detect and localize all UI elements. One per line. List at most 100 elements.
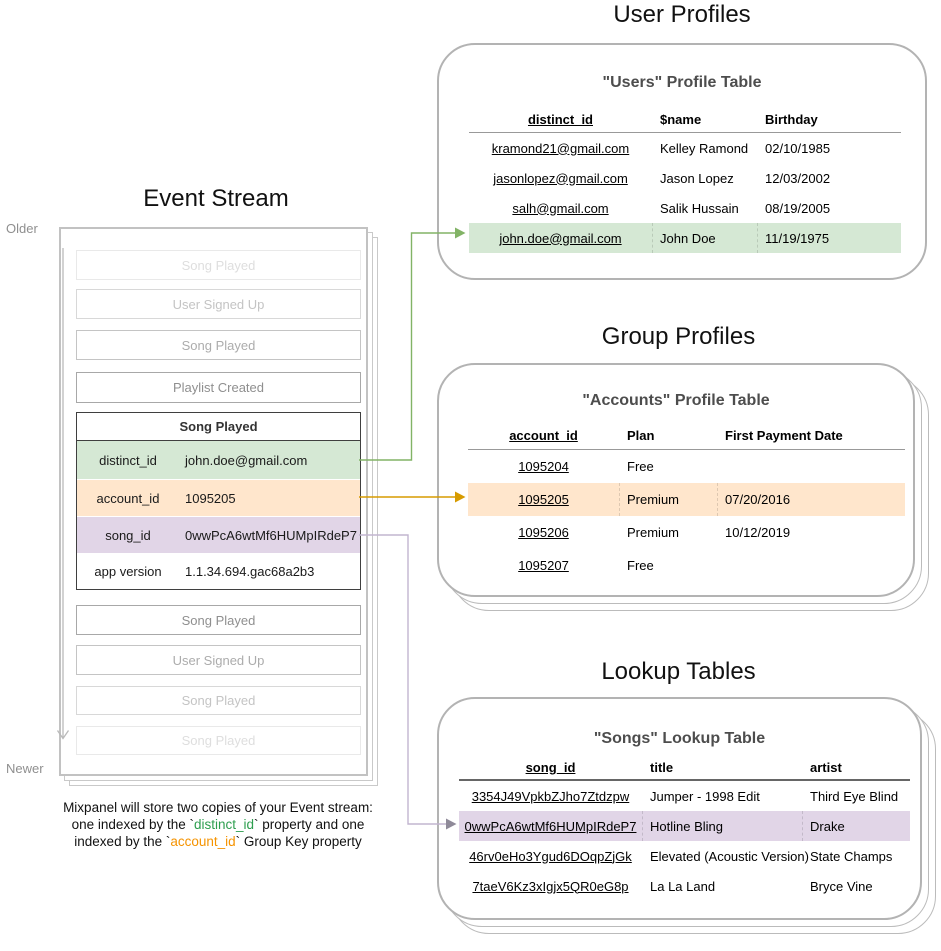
newer-label: Newer [6,761,44,776]
lookup-tables-heading: Lookup Tables [601,658,756,685]
column-header: Plan [627,428,655,443]
account-id-cell: 1095206 [518,525,569,540]
cell-separator [652,223,653,253]
table-row: 1095206 Premium 10/12/2019 [468,516,905,549]
name-cell: Kelley Ramond [660,140,749,156]
property-value: john.doe@gmail.com [185,452,308,468]
first-payment-cell: 10/12/2019 [725,525,791,540]
songs-table-header: song_id title artist [459,755,910,779]
artist-cell: Bryce Vine [810,878,873,894]
header-divider [459,779,910,781]
table-row-highlighted: john.doe@gmail.com John Doe 11/19/1975 [469,223,901,253]
caption-line-1: Mixpanel will store two copies of your E… [63,800,373,815]
property-key: app version [94,564,162,579]
older-label: Older [6,221,38,236]
songs-table-title: "Songs" Lookup Table [593,730,766,747]
table-row: salh@gmail.com Salik Hussain 08/19/2005 [469,193,901,223]
property-key: song_id [105,527,151,543]
distinct-id-code: distinct_id [193,817,255,832]
songs-lookup-card: "Songs" Lookup Table song_id title artis… [437,697,922,920]
column-header: account_id [509,428,578,443]
table-row: 1095207 Free [468,549,905,582]
caption-line-2: one indexed by the `distinct_id` propert… [71,817,365,832]
artist-cell: Drake [810,818,845,834]
column-header: song_id [525,759,576,775]
active-event-card: Song Played distinct_id john.doe@gmail.c… [76,412,361,590]
header-divider [469,132,901,133]
accounts-table: account_id Plan First Payment Date 10952… [468,422,905,582]
property-key: distinct_id [99,452,157,468]
users-table-title: "Users" Profile Table [602,74,762,91]
title-cell: Jumper - 1998 Edit [650,788,760,804]
distinct-id-cell: salh@gmail.com [512,200,609,216]
distinct-id-cell: kramond21@gmail.com [491,140,630,156]
group-profiles-heading: Group Profiles [601,323,756,350]
table-row: 46rv0eHo3Ygud6DOqpZjGk Elevated (Acousti… [459,841,910,871]
table-row: 7taeV6Kz3xIgjx5QR0eG8p La La Land Bryce … [459,871,910,901]
property-value: 1095205 [185,490,236,506]
account-id-cell: 1095207 [518,558,569,573]
faint-event: Song Played [76,330,361,360]
cell-separator [619,483,620,516]
caption-line-3: indexed by the `account_id` Group Key pr… [74,834,362,849]
title-cell: Elevated (Acoustic Version) [650,848,809,864]
users-table-header: distinct_id $name Birthday [469,106,901,132]
plan-cell: Free [627,558,654,573]
table-row-highlighted: 1095205 Premium 07/20/2016 [468,483,905,516]
song-id-cell: 7taeV6Kz3xIgjx5QR0eG8p [472,878,629,894]
accounts-table-header: account_id Plan First Payment Date [468,422,905,449]
caption: Mixpanel will store two copies of your E… [18,799,418,850]
birthday-cell: 12/03/2002 [765,170,831,186]
faint-event: Playlist Created [76,372,361,403]
table-row: 1095204 Free [468,450,905,483]
songs-table: song_id title artist 3354J49VpkbZJho7Ztd… [459,755,910,901]
cell-separator [802,811,803,841]
event-stream-heading: Event Stream [143,185,289,212]
property-row-app-version: app version 1.1.34.694.gac68a2b3 [77,553,360,589]
plan-cell: Premium [627,525,680,540]
artist-cell: State Champs [810,848,893,864]
account-id-code: account_id [170,834,236,849]
cell-separator [717,483,718,516]
distinct-id-cell: jasonlopez@gmail.com [493,170,628,186]
faint-event: Song Played [76,250,361,280]
song-id-cell: 46rv0eHo3Ygud6DOqpZjGk [469,848,632,864]
column-header: Birthday [765,111,818,127]
column-header: title [650,759,674,775]
plan-cell: Premium [627,492,680,507]
birthday-cell: 02/10/1985 [765,140,831,156]
accounts-table-title: "Accounts" Profile Table [582,392,770,409]
property-row-distinct-id: distinct_id john.doe@gmail.com [77,441,360,479]
artist-cell: Third Eye Blind [810,788,899,804]
song-id-cell: 3354J49VpkbZJho7Ztdzpw [471,788,630,804]
first-payment-cell: 07/20/2016 [725,492,791,507]
name-cell: John Doe [660,230,716,246]
birthday-cell: 11/19/1975 [765,230,830,246]
property-row-song-id: song_id 0wwPcA6wtMf6HUMpIRdeP7 [77,516,360,553]
table-row: kramond21@gmail.com Kelley Ramond 02/10/… [469,133,901,163]
title-cell: La La Land [650,878,716,894]
table-row: jasonlopez@gmail.com Jason Lopez 12/03/2… [469,163,901,193]
table-row-highlighted: 0wwPcA6wtMf6HUMpIRdeP7 Hotline Bling Dra… [459,811,910,841]
plan-cell: Free [627,459,654,474]
column-header: First Payment Date [725,428,843,443]
users-table: distinct_id $name Birthday kramond21@gma… [469,106,901,253]
column-header: artist [810,759,842,775]
distinct-id-cell: john.doe@gmail.com [499,230,622,246]
name-cell: Salik Hussain [660,200,739,216]
users-profile-card: "Users" Profile Table distinct_id $name … [437,43,927,280]
column-header: $name [660,111,702,127]
accounts-profile-card: "Accounts" Profile Table account_id Plan… [437,363,915,597]
faint-event: User Signed Up [76,645,361,675]
account-id-cell: 1095205 [518,492,569,507]
faint-event: Song Played [76,605,361,635]
column-header: distinct_id [527,111,593,127]
user-profiles-heading: User Profiles [613,1,751,28]
header-divider [468,449,905,450]
property-key: account_id [96,490,160,506]
account-id-cell: 1095204 [518,459,569,474]
faint-event: Song Played [76,726,361,755]
faint-event: User Signed Up [76,289,361,319]
faint-event: Song Played [76,686,361,715]
active-event-name: Song Played [77,413,360,441]
